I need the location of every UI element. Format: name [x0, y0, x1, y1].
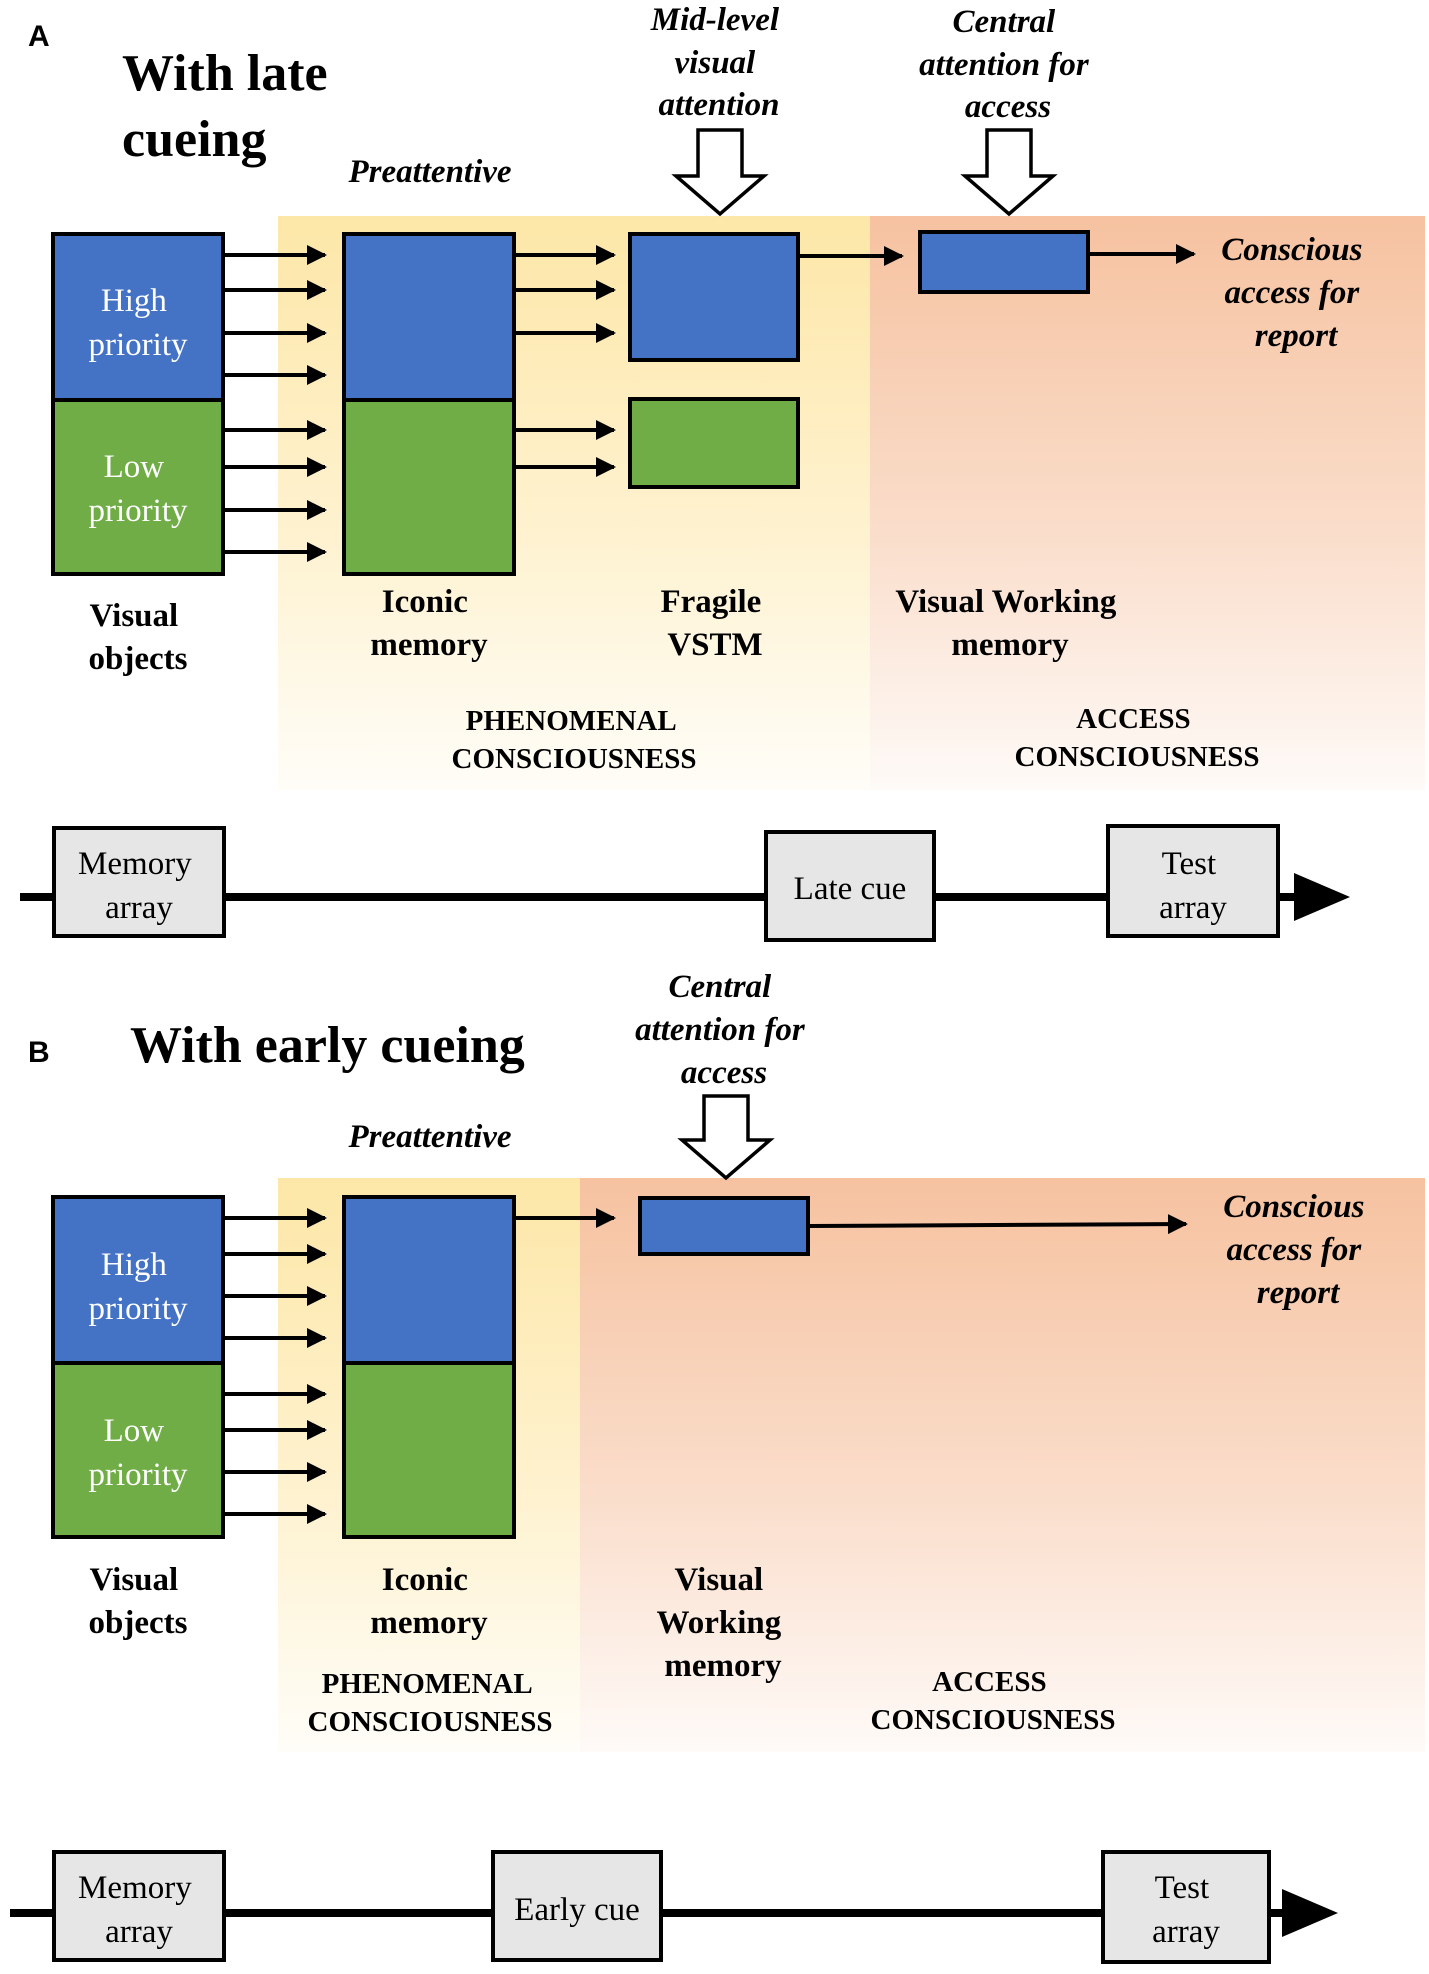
test-array-label-b: Test array: [1152, 1870, 1220, 1950]
phenomenal-consciousness-label-a: PHENOMENAL CONSCIOUSNESS: [452, 705, 697, 775]
fragile-vstm-low-priority-box: [628, 397, 800, 489]
working-memory-to-report-arrow-b: [809, 1214, 1188, 1235]
timeline-b: Memory array Early cue Test array: [10, 1850, 1338, 1964]
central-attention-arrow-icon-a: [960, 128, 1058, 217]
panel-letter-a: A: [28, 20, 50, 53]
visual-objects-low-priority-a: [51, 398, 225, 576]
high-priority-label-a: High priority: [89, 283, 188, 363]
early-cue-label: Early cue: [514, 1892, 640, 1928]
timeline-arrowhead-icon-b: [1282, 1889, 1338, 1937]
fragile-vstm-high-priority-box: [628, 232, 800, 362]
visual-objects-high-priority-b: [51, 1195, 225, 1365]
access-zone-a: [870, 216, 1425, 790]
iconic-memory-label-b: Iconic memory: [370, 1562, 488, 1641]
iconic-memory-label-a: Iconic memory: [370, 584, 488, 663]
feed-arrows-objects-to-iconic-a: [225, 245, 327, 562]
central-attention-label-a: Central attention for access: [919, 4, 1097, 125]
late-cue-box: [764, 830, 936, 942]
visual-working-memory-label-a: Visual Working memory: [895, 584, 1124, 663]
panel-letter-b: B: [28, 1036, 50, 1069]
mid-level-attention-arrow-icon: [671, 128, 769, 217]
preattentive-label-a: Preattentive: [347, 154, 511, 190]
mid-level-attention-label: Mid-level visual attention: [650, 2, 788, 123]
memory-array-box-b: [52, 1850, 226, 1962]
fragile-vstm-label: Fragile VSTM: [660, 584, 769, 663]
panel-a: A With late cueing Preattentive Mid-leve…: [20, 2, 1425, 942]
visual-objects-low-priority-b: [51, 1361, 225, 1539]
access-consciousness-label-a: ACCESS CONSCIOUSNESS: [1015, 703, 1260, 773]
panel-b: B With early cueing Preattentive Central…: [10, 969, 1425, 1964]
access-zone-b: [580, 1178, 1425, 1752]
low-priority-label-a: Low priority: [89, 449, 188, 529]
access-consciousness-label-b: ACCESS CONSCIOUSNESS: [871, 1666, 1116, 1736]
iconic-memory-high-priority-a: [342, 232, 516, 402]
test-array-box-b: [1101, 1850, 1271, 1964]
early-cue-box: [491, 1850, 663, 1962]
panel-a-heading: With late cueing: [122, 45, 341, 168]
visual-working-memory-box-b: [638, 1196, 810, 1256]
visual-objects-label-b: Visual objects: [89, 1562, 188, 1641]
visual-working-memory-box-a: [918, 230, 1090, 294]
panel-b-heading: With early cueing: [130, 1017, 525, 1074]
phenomenal-consciousness-label-b: PHENOMENAL CONSCIOUSNESS: [308, 1668, 553, 1738]
iconic-memory-high-priority-b: [342, 1195, 516, 1365]
preattentive-label-b: Preattentive: [347, 1119, 511, 1155]
low-priority-label-b: Low priority: [89, 1413, 188, 1493]
visual-working-memory-label-b: Visual Working memory: [657, 1562, 790, 1684]
conscious-access-label-a: Conscious access for report: [1221, 232, 1370, 354]
memory-array-box-a: [52, 826, 226, 938]
central-attention-arrow-icon-b: [677, 1094, 775, 1181]
conscious-access-label-b: Conscious access for report: [1223, 1189, 1372, 1311]
timeline-a: Memory array Late cue Test array: [20, 824, 1350, 942]
high-priority-label-b: High priority: [89, 1247, 188, 1327]
iconic-memory-low-priority-b: [342, 1361, 516, 1539]
memory-array-label-a: Memory array: [78, 846, 200, 926]
feed-arrows-iconic-to-vstm-a: [516, 245, 616, 477]
iconic-memory-low-priority-a: [342, 398, 516, 576]
memory-array-label-b: Memory array: [78, 1870, 200, 1950]
late-cue-label: Late cue: [794, 871, 907, 907]
central-attention-label-b: Central attention for access: [635, 969, 813, 1091]
visual-objects-label-a: Visual objects: [89, 598, 188, 677]
test-array-box-a: [1106, 824, 1280, 938]
timeline-arrowhead-icon-a: [1294, 873, 1350, 921]
feed-arrows-objects-to-iconic-b: [225, 1208, 327, 1524]
test-array-label-a: Test array: [1159, 846, 1227, 926]
